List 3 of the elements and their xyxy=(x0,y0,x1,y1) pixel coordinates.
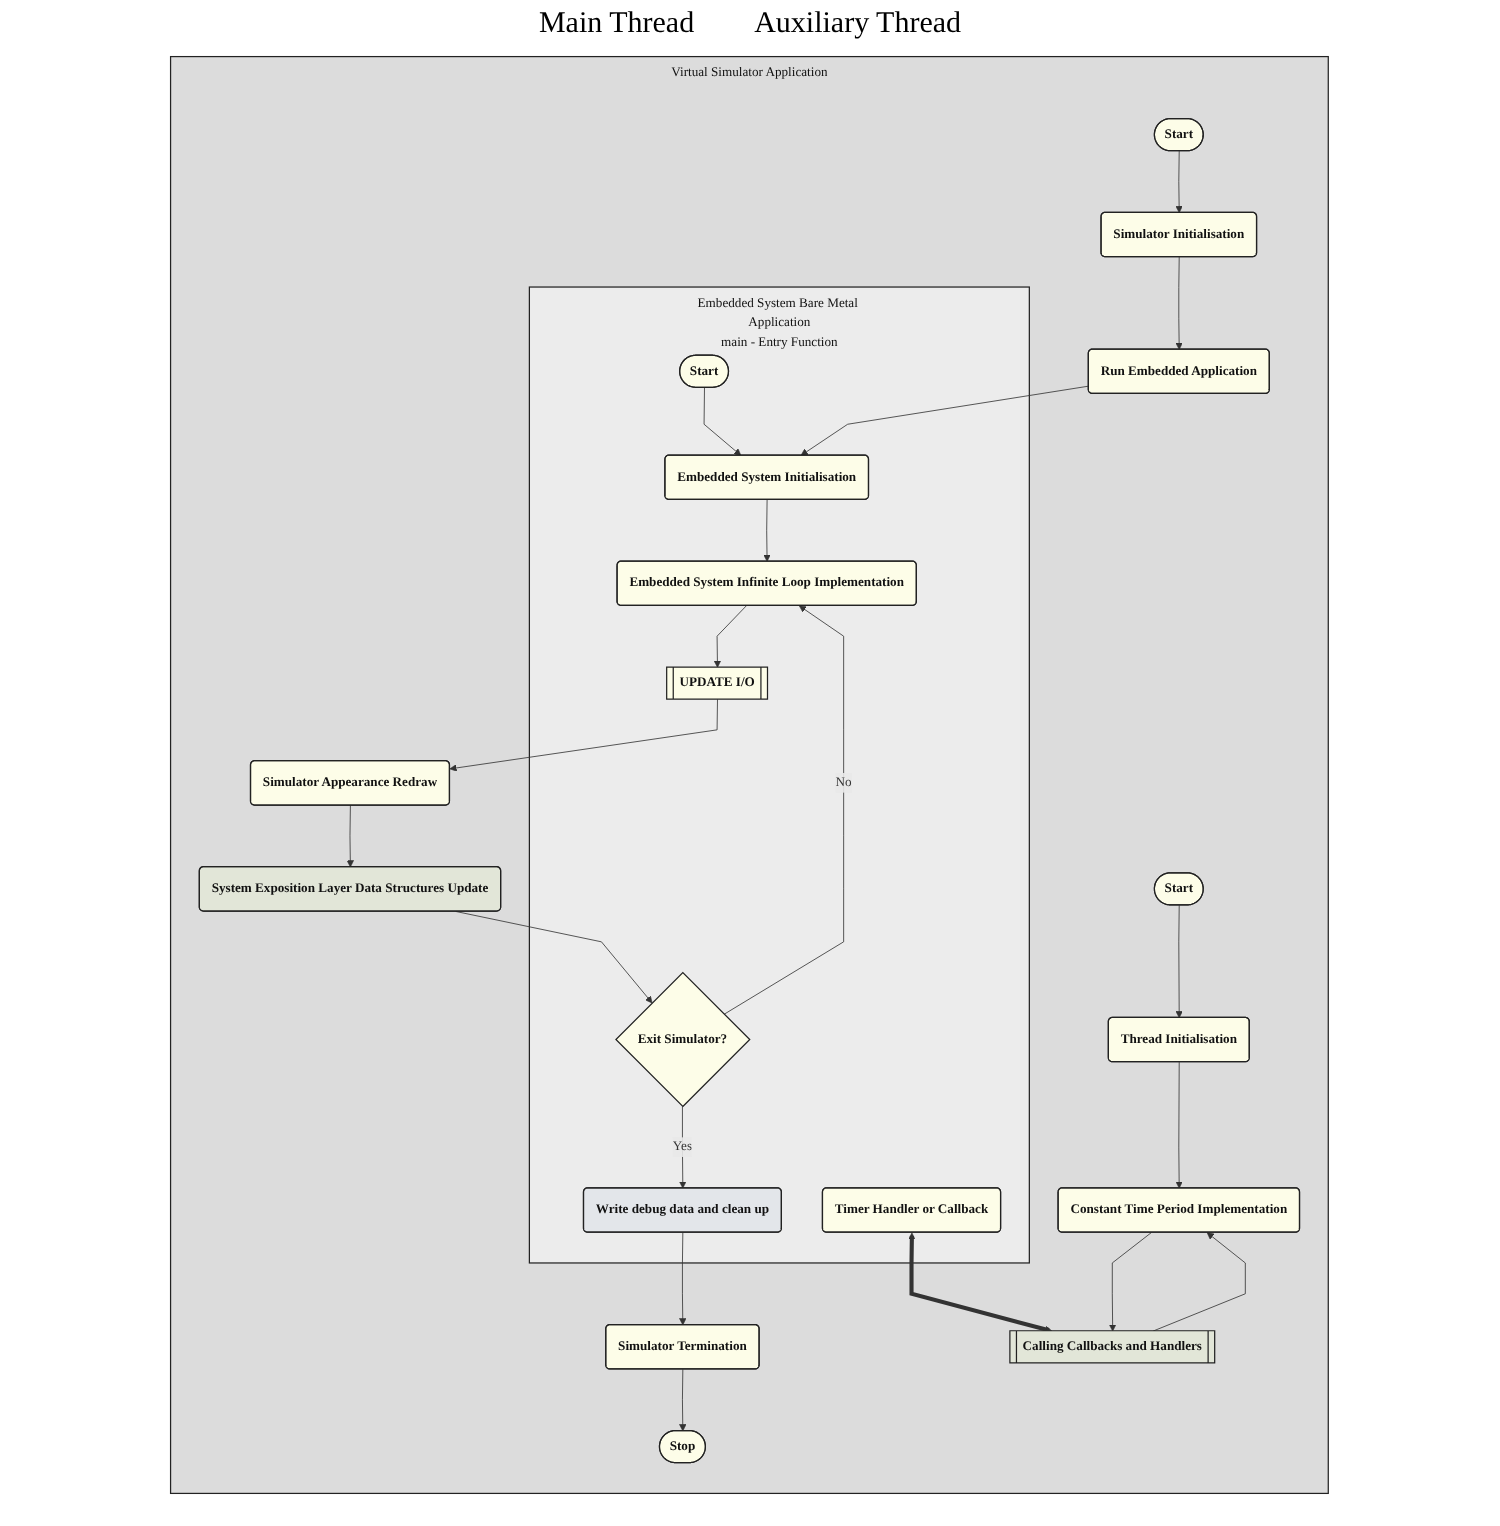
arrow xyxy=(908,1232,1053,1333)
thread-label: Main Thread xyxy=(538,8,695,42)
thread-label: Auxiliary Thread xyxy=(754,8,962,42)
